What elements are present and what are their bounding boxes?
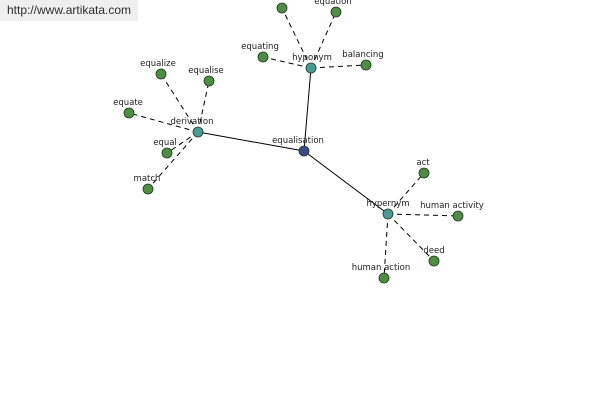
label-equal: equal (153, 138, 177, 148)
node-equate[interactable] (123, 107, 135, 119)
edge-center-hyponym (303, 67, 312, 152)
label-equalize: equalize (140, 59, 176, 69)
node-hyponym[interactable] (305, 62, 317, 74)
node-extra-0[interactable] (276, 2, 288, 14)
node-equalise[interactable] (203, 75, 215, 87)
edge-center-derivation (197, 131, 305, 152)
node-human-activity[interactable] (452, 210, 464, 222)
node-act[interactable] (418, 167, 430, 179)
node-equation[interactable] (330, 6, 342, 18)
node-hypernym[interactable] (382, 208, 394, 220)
edge-derivation-equal (166, 131, 199, 154)
label-hypernym: hypernym (366, 199, 409, 209)
source-url[interactable]: http://www.artikata.com (0, 0, 138, 21)
node-equalisation[interactable] (298, 145, 310, 157)
label-equalise: equalise (188, 66, 224, 76)
edge-derivation-match (147, 131, 199, 190)
node-equating[interactable] (257, 51, 269, 63)
node-human-action[interactable] (378, 272, 390, 284)
edge-hypernym-human-action (383, 213, 389, 279)
node-deed[interactable] (428, 255, 440, 267)
node-balancing[interactable] (360, 59, 372, 71)
edge-hypernym-deed (387, 213, 435, 262)
edge-hyponym-equation (310, 11, 337, 69)
label-hyponym: hyponym (292, 53, 332, 63)
edge-hypernym-act (387, 172, 425, 215)
label-equalisation: equalisation (272, 136, 324, 146)
edge-hypernym-human-activity (387, 213, 459, 217)
node-equalize[interactable] (155, 68, 167, 80)
edge-hyponym-extra-0 (281, 7, 312, 69)
label-equate: equate (113, 98, 143, 108)
label-act: act (416, 158, 430, 168)
node-match[interactable] (142, 183, 154, 195)
edge-derivation-equalize (160, 73, 199, 133)
label-deed: deed (423, 246, 444, 256)
edge-hyponym-balancing (310, 64, 367, 69)
label-balancing: balancing (342, 50, 383, 60)
label-derivation: derivation (170, 117, 213, 127)
edge-derivation-equate (128, 112, 199, 133)
node-equal[interactable] (161, 147, 173, 159)
node-derivation[interactable] (192, 126, 204, 138)
label-human-action: human action (352, 263, 411, 273)
edge-center-hypernym (303, 150, 389, 215)
label-equating: equating (241, 42, 279, 52)
label-human-activity: human activity (420, 201, 484, 211)
label-match: match (134, 174, 161, 184)
label-equation: equation (314, 0, 352, 7)
